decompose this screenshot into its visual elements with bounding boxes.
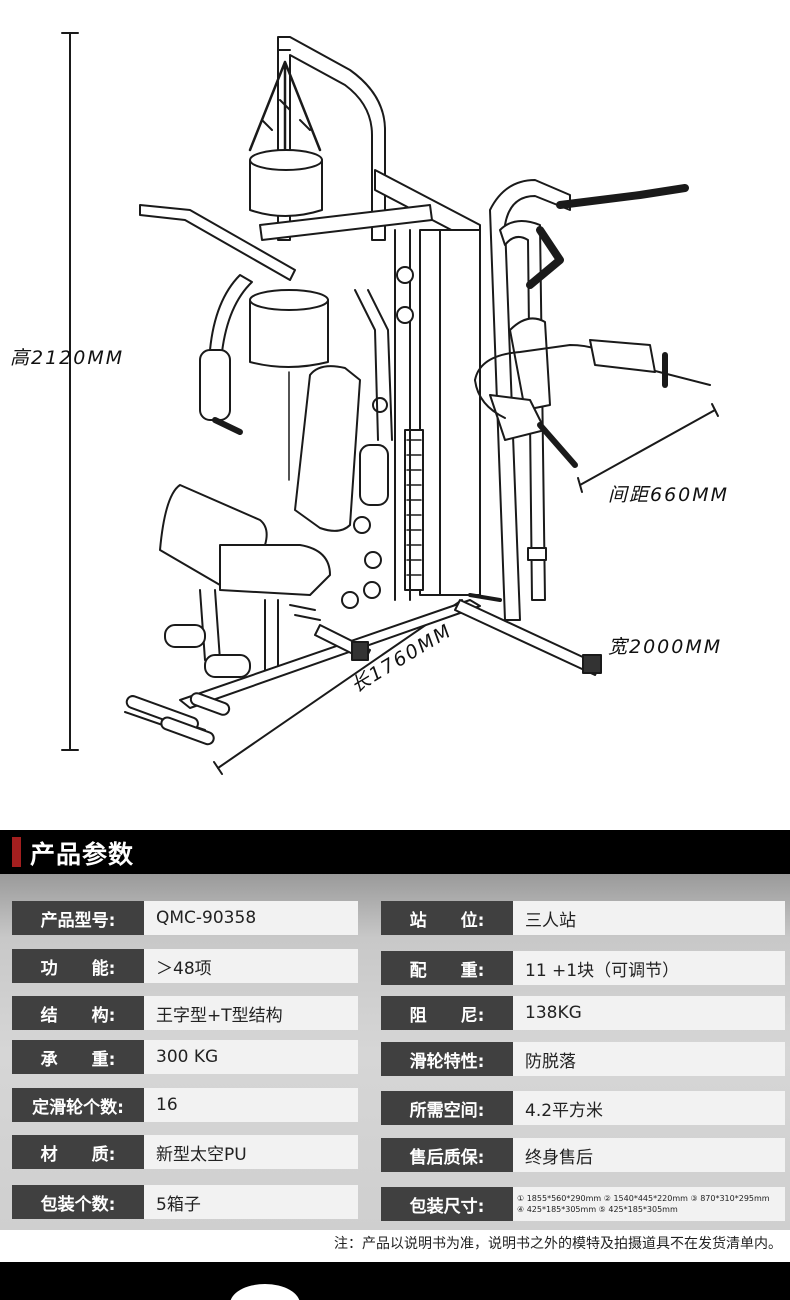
spec-table: 产品型号: QMC-90358 功 能: ＞48项 结 构: 王字型+T型结构 … bbox=[0, 874, 790, 1230]
spec-value: 16 bbox=[144, 1088, 358, 1122]
spacing-dimension-line bbox=[577, 403, 719, 493]
spec-value: 11 +1块（可调节） bbox=[513, 951, 785, 985]
spec-row-pulleys: 定滑轮个数: 16 bbox=[12, 1088, 358, 1122]
note-text: 注：产品以说明书为准，说明书之外的模特及拍摄道具不在发货清单内。 bbox=[334, 1236, 782, 1252]
spec-row-space: 所需空间: 4.2平方米 bbox=[381, 1091, 785, 1125]
section-title: 产品参数 bbox=[30, 840, 135, 869]
pack-size-line: ④ 425*185*305mm ⑤ 425*185*305mm bbox=[517, 1205, 678, 1214]
height-label: 高2120MM bbox=[10, 347, 125, 369]
spec-row-package-size: 包装尺寸: ① 1855*560*290mm ② 1540*445*220mm … bbox=[381, 1187, 785, 1221]
spec-row-material: 材 质: 新型太空PU bbox=[12, 1135, 358, 1169]
left-press-station bbox=[139, 204, 433, 609]
spec-row-load: 承 重: 300 KG bbox=[12, 1040, 358, 1074]
spec-row-pulley-feature: 滑轮特性: 防脱落 bbox=[381, 1042, 785, 1076]
spec-label: 承 重: bbox=[12, 1040, 144, 1074]
spec-label: 包装个数: bbox=[12, 1185, 144, 1219]
spec-label: 滑轮特性: bbox=[381, 1042, 513, 1076]
width-label: 宽2000MM bbox=[608, 636, 723, 658]
spacing-label: 间距660MM bbox=[608, 484, 730, 506]
spec-label: 材 质: bbox=[12, 1135, 144, 1169]
spec-row-weights: 配 重: 11 +1块（可调节） bbox=[381, 951, 785, 985]
spec-row-function: 功 能: ＞48项 bbox=[12, 949, 358, 983]
spec-label: 定滑轮个数: bbox=[12, 1088, 144, 1122]
spec-value: 终身售后 bbox=[513, 1138, 785, 1172]
dip-station bbox=[468, 179, 711, 621]
spec-label: 结 构: bbox=[12, 996, 144, 1030]
spec-label: 售后质保: bbox=[381, 1138, 513, 1172]
disclaimer-note: 注：产品以说明书为准，说明书之外的模特及拍摄道具不在发货清单内。 bbox=[0, 1230, 790, 1262]
base-frame bbox=[124, 599, 602, 746]
spec-value: 防脱落 bbox=[513, 1042, 785, 1076]
spec-row-warranty: 售后质保: 终身售后 bbox=[381, 1138, 785, 1172]
spec-row-structure: 结 构: 王字型+T型结构 bbox=[12, 996, 358, 1030]
spec-value: 5箱子 bbox=[144, 1185, 358, 1219]
height-dimension-line bbox=[61, 32, 79, 751]
spec-label: 所需空间: bbox=[381, 1091, 513, 1125]
spec-row-package-count: 包装个数: 5箱子 bbox=[12, 1185, 358, 1219]
spec-label: 包装尺寸: bbox=[381, 1187, 513, 1221]
spec-value: 138KG bbox=[513, 996, 785, 1030]
product-params-header: 产品参数 bbox=[0, 830, 790, 874]
bottom-band bbox=[0, 1262, 790, 1300]
main-frame bbox=[248, 36, 386, 481]
spec-value: 4.2平方米 bbox=[513, 1091, 785, 1125]
gym-machine-illustration bbox=[61, 32, 719, 775]
length-dimension-line bbox=[213, 599, 463, 775]
spec-value: 300 KG bbox=[144, 1040, 358, 1074]
spec-value: ① 1855*560*290mm ② 1540*445*220mm ③ 870*… bbox=[513, 1187, 785, 1221]
decorative-arc bbox=[230, 1284, 300, 1300]
spec-row-stations: 站 位: 三人站 bbox=[381, 901, 785, 935]
spec-label: 产品型号: bbox=[12, 901, 144, 935]
product-line-drawing: 高2120MM 间距660MM 宽2000MM 长1760MM bbox=[10, 32, 730, 775]
spec-value: 三人站 bbox=[513, 901, 785, 935]
spec-label: 功 能: bbox=[12, 949, 144, 983]
spec-label: 配 重: bbox=[381, 951, 513, 985]
spec-label: 阻 尼: bbox=[381, 996, 513, 1030]
spec-value: 新型太空PU bbox=[144, 1135, 358, 1169]
spec-value: 王字型+T型结构 bbox=[144, 996, 358, 1030]
header-accent-bar bbox=[12, 837, 21, 867]
pack-size-line: ① 1855*560*290mm ② 1540*445*220mm ③ 870*… bbox=[517, 1194, 770, 1203]
spec-value: QMC-90358 bbox=[144, 901, 358, 935]
spec-row-model: 产品型号: QMC-90358 bbox=[12, 901, 358, 935]
spec-row-resistance: 阻 尼: 138KG bbox=[381, 996, 785, 1030]
spec-label: 站 位: bbox=[381, 901, 513, 935]
seat-station bbox=[159, 484, 331, 681]
spec-value: ＞48项 bbox=[144, 949, 358, 983]
